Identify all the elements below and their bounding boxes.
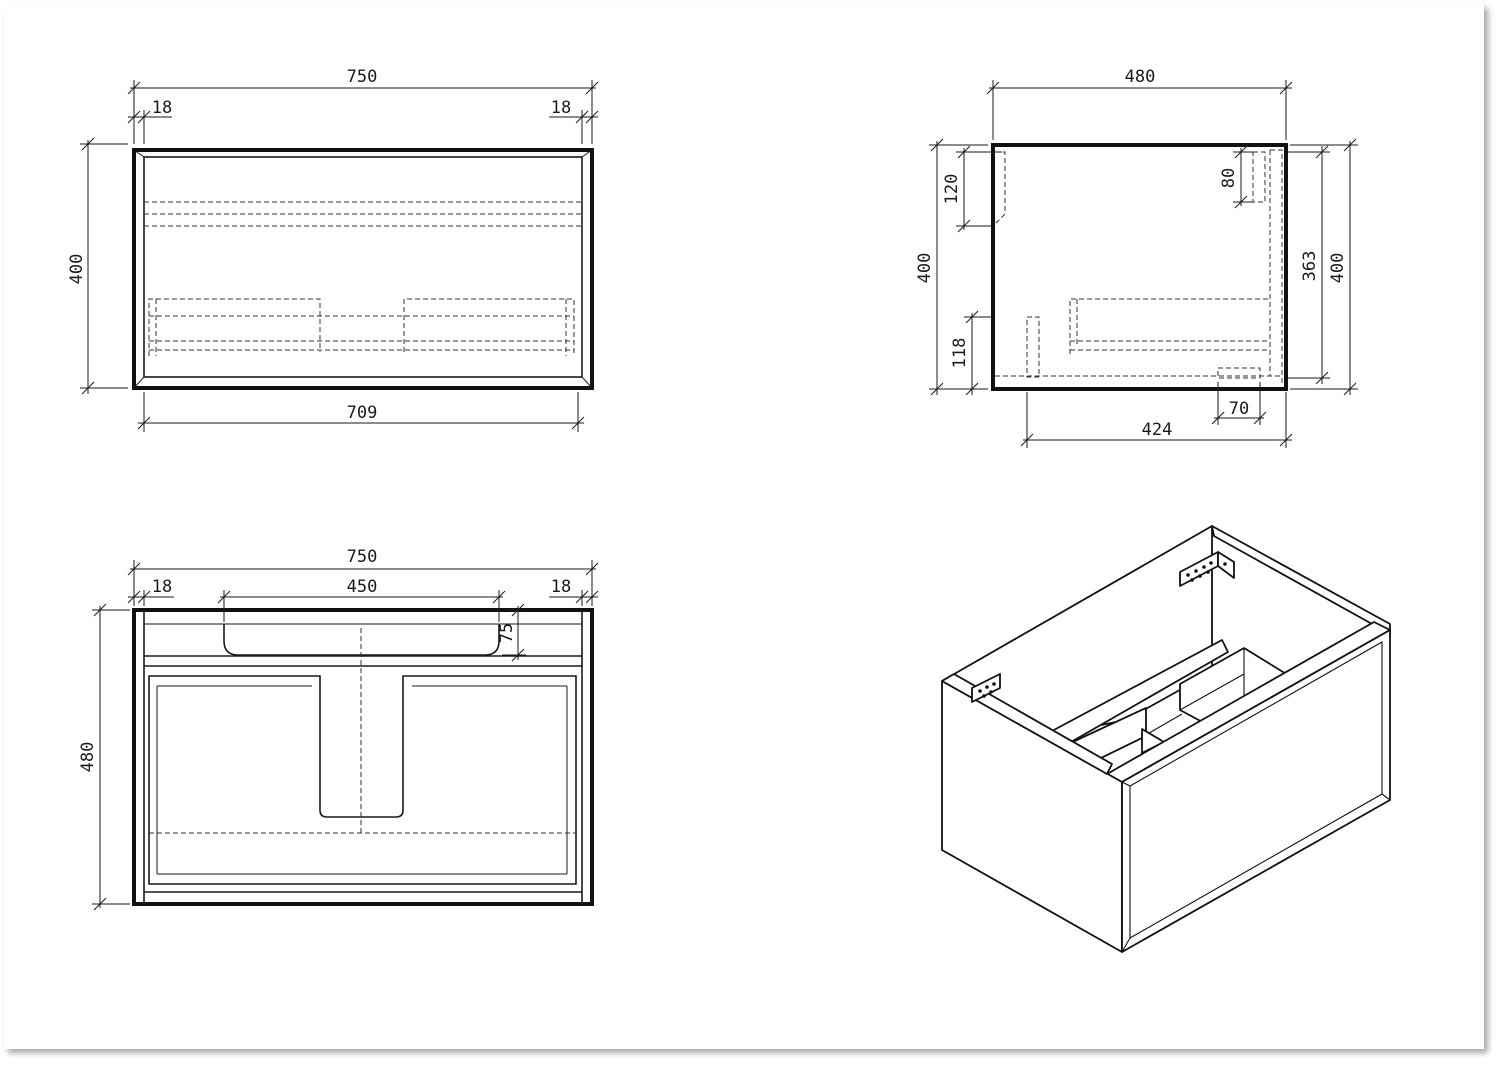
front-hidden-drawers bbox=[148, 298, 575, 356]
side-height-label: 400 bbox=[915, 253, 935, 284]
top-cutout-width-label: 450 bbox=[347, 577, 378, 597]
front-right-side-label: 18 bbox=[551, 98, 571, 118]
top-right-side-label: 18 bbox=[551, 577, 571, 597]
side-foot-label: 70 bbox=[1229, 399, 1249, 419]
drawer-outline bbox=[148, 675, 577, 885]
top-width-label: 750 bbox=[347, 547, 378, 567]
front-inner-width-label: 709 bbox=[347, 403, 378, 423]
front-left-side-label: 18 bbox=[152, 98, 172, 118]
drawing-sheet: 750 18 18 400 709 bbox=[4, 4, 1484, 1049]
iso-brackets bbox=[971, 551, 1235, 703]
top-view: 750 18 450 18 75 480 bbox=[78, 547, 599, 911]
side-outer-frame bbox=[991, 143, 1288, 391]
technical-drawing: 750 18 18 400 709 bbox=[67, 67, 1391, 953]
side-inner-height-label: 363 bbox=[1300, 251, 1320, 282]
side-view: 480 400 120 118 80 363 bbox=[915, 67, 1358, 448]
isometric-view bbox=[941, 525, 1391, 953]
front-height-label: 400 bbox=[67, 254, 87, 285]
front-width-label: 750 bbox=[347, 67, 378, 87]
top-left-side-label: 18 bbox=[152, 577, 172, 597]
side-inner-depth-label: 424 bbox=[1142, 420, 1173, 440]
top-cutout-depth-label: 75 bbox=[497, 623, 517, 643]
front-view: 750 18 18 400 709 bbox=[67, 67, 599, 432]
side-bottom-gap-label: 118 bbox=[950, 338, 970, 369]
side-outer-height-label: 400 bbox=[1328, 253, 1348, 284]
side-bracket-label: 80 bbox=[1219, 168, 1239, 188]
top-depth-label: 480 bbox=[78, 742, 98, 773]
front-inner-frame bbox=[143, 156, 583, 378]
front-outer-frame bbox=[132, 148, 594, 390]
top-outer-frame bbox=[132, 608, 594, 906]
side-depth-label: 480 bbox=[1125, 67, 1156, 87]
side-top-gap-label: 120 bbox=[942, 174, 962, 205]
